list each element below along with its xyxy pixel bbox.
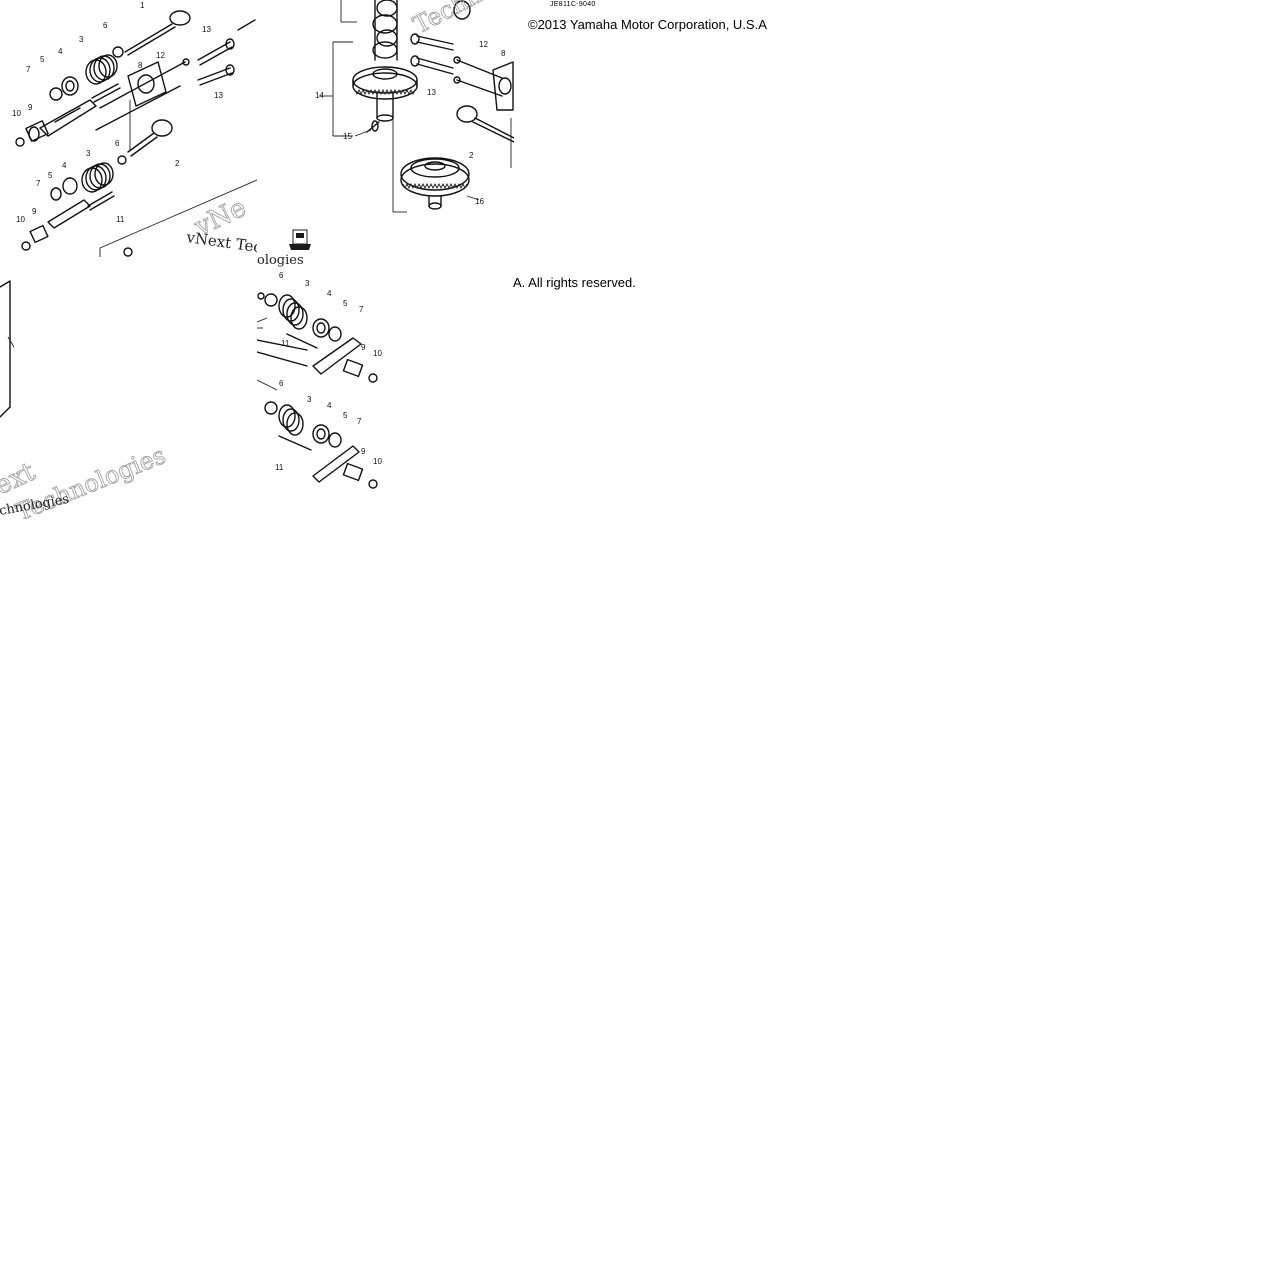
fragment-left-tile: ext Technologies chnologies (0, 257, 257, 519)
rocker-arm-lower (47, 199, 91, 229)
callout-9-right: 9 (361, 343, 366, 352)
callout-6-lower: 6 (115, 139, 120, 148)
copyright-line: ©2013 Yamaha Motor Corporation, U.S.A (528, 17, 767, 32)
spring-retainer (61, 76, 79, 96)
callout-10-right: 10 (373, 349, 382, 358)
callout-15: 15 (343, 132, 352, 141)
callout-10-lower: 10 (16, 215, 25, 224)
callout-7-right-lower: 7 (357, 417, 362, 426)
callout-8-cam: 8 (501, 49, 506, 58)
callout-9-lower: 9 (32, 207, 37, 216)
callout-14: 14 (315, 91, 324, 100)
callout-5-right-lower: 5 (343, 411, 348, 420)
intake-valve (124, 10, 191, 56)
part-code: JE811C-9040 (550, 1, 596, 8)
callout-16: 16 (475, 197, 484, 206)
pushrods (197, 19, 256, 86)
rocker-arm-upper (39, 99, 97, 137)
callout-3: 3 (79, 35, 84, 44)
callout-1: 1 (140, 1, 145, 10)
callout-4: 4 (58, 47, 63, 56)
callout-12: 12 (156, 51, 165, 60)
valve-assembly-right-tile: 6 3 4 5 7 11 9 10 6 3 4 5 7 11 9 10 (257, 270, 397, 500)
callout-12-cam: 12 (479, 40, 488, 49)
callout-7: 7 (26, 65, 31, 74)
callout-6-right-lower: 6 (279, 379, 284, 388)
valve-assembly-left-tile: 1 6 3 4 5 7 9 10 8 12 13 13 6 2 3 4 5 7 … (0, 0, 257, 257)
callout-3-right: 3 (305, 279, 310, 288)
valve-assembly-left-drawing: 1 6 3 4 5 7 9 10 8 12 13 13 6 2 3 4 5 7 … (12, 1, 257, 257)
valve-cotter (49, 87, 63, 101)
callout-13-b: 13 (214, 91, 223, 100)
callout-3-right-lower: 3 (307, 395, 312, 404)
camshaft (372, 0, 398, 61)
callout-7-right: 7 (359, 305, 364, 314)
callout-3-lower: 3 (86, 149, 91, 158)
fragment-left-drawing: ext Technologies chnologies (0, 280, 170, 519)
rocker-plate-right (492, 61, 514, 111)
callout-5-right: 5 (343, 299, 348, 308)
valve-spring-right-upper (257, 292, 342, 342)
callout-11: 11 (116, 215, 125, 224)
rocker-plate (127, 61, 167, 107)
callout-7-lower: 7 (36, 179, 41, 188)
valve-spring-upper (85, 46, 124, 85)
callout-9: 9 (28, 103, 33, 112)
watermark-stamp-icon (289, 229, 311, 250)
callout-10: 10 (12, 109, 21, 118)
valve-spring-right-lower (264, 401, 342, 448)
rocker-arm-right-upper (312, 337, 362, 375)
callout-4-right: 4 (327, 289, 332, 298)
callout-9-right-lower: 9 (361, 447, 366, 456)
callout-11-right-lower: 11 (275, 463, 284, 472)
callout-2-cam: 2 (469, 151, 474, 160)
callout-13-a: 13 (202, 25, 211, 34)
camshaft-assembly-tile: 14 15 13 12 8 2 16 Technologies ologies (257, 0, 514, 270)
cam-gear (352, 66, 418, 100)
watermark-text-ologies: ologies (257, 253, 304, 268)
callout-11-right: 11 (281, 339, 290, 348)
valve-assembly-right-drawing: 6 3 4 5 7 11 9 10 6 3 4 5 7 11 9 10 (257, 271, 382, 489)
callout-5: 5 (40, 55, 45, 64)
valve-spring-lower (81, 162, 114, 193)
callout-4-right-lower: 4 (327, 401, 332, 410)
callout-8: 8 (138, 61, 143, 70)
callout-4-lower: 4 (62, 161, 67, 170)
rights-line: A. All rights reserved. (513, 275, 636, 290)
callout-13-cam: 13 (427, 88, 436, 97)
camshaft-assembly-drawing: 14 15 13 12 8 2 16 Technologies ologies (257, 0, 514, 268)
pushrods-right (410, 0, 471, 75)
crank-gear (400, 157, 470, 210)
rocker-shaft-cap-upper (15, 120, 49, 147)
callout-2: 2 (175, 159, 180, 168)
callout-5-lower: 5 (48, 171, 53, 180)
exhaust-valve-right (456, 105, 514, 143)
exhaust-valve (127, 119, 173, 157)
callout-6-right: 6 (279, 271, 284, 280)
rocker-arm-right-lower (312, 445, 360, 483)
callout-6: 6 (103, 21, 108, 30)
callout-10-right-lower: 10 (373, 457, 382, 466)
